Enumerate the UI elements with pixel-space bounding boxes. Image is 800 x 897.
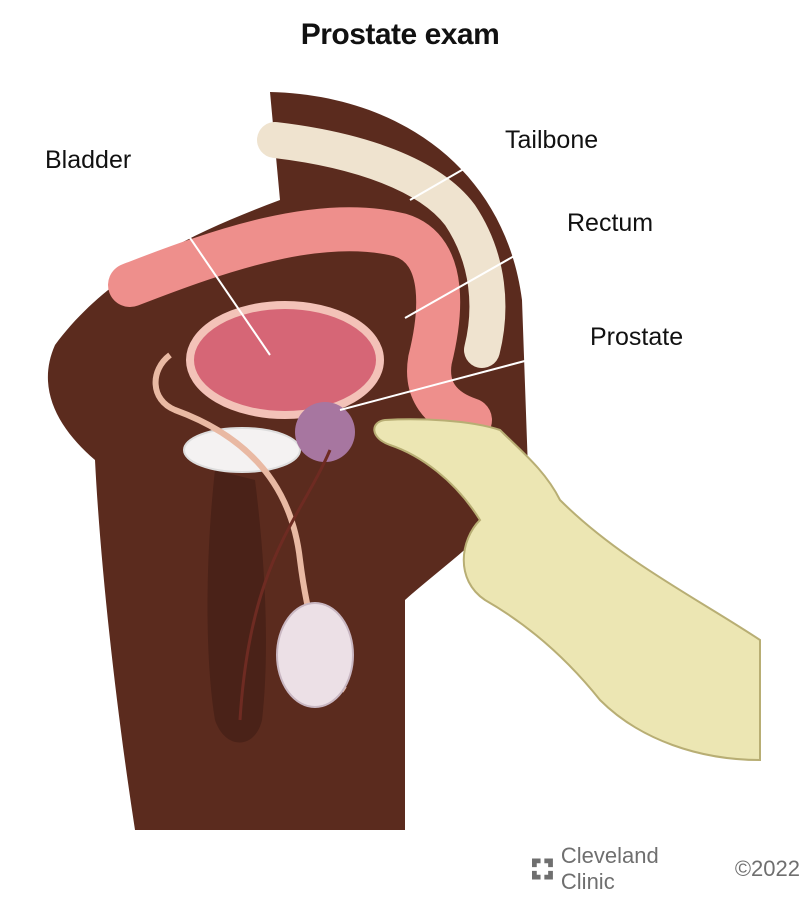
leader-lines	[144, 147, 586, 411]
label-prostate: Prostate	[590, 323, 684, 351]
footer: Cleveland Clinic ©2022	[532, 843, 800, 895]
tailbone	[257, 122, 506, 368]
copyright: ©2022	[734, 856, 800, 881]
prostate	[295, 402, 355, 462]
page-title: Prostate exam	[300, 18, 500, 51]
label-tailbone: Tailbone	[505, 126, 599, 154]
bladder	[186, 301, 384, 419]
label-bladder: Bladder	[45, 146, 132, 174]
label-rectum: Rectum	[567, 209, 654, 237]
cleveland-clinic-logo-icon	[532, 858, 553, 880]
brand-name: Cleveland Clinic	[560, 843, 659, 894]
